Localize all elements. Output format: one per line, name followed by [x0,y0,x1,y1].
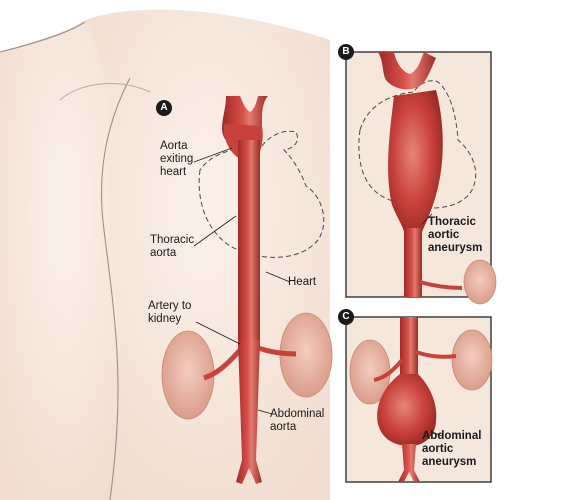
label-thoracic-aortic-aneurysm: Thoracic aortic aneurysm [428,216,483,254]
abdominal-aorta-vessel [236,340,262,484]
torso-fill [85,9,330,500]
thoracic-aneurysm-bulge [388,90,443,232]
renal-artery-c-left [373,358,404,382]
kidney-c-right [451,329,493,391]
label-heart: Heart [288,276,317,288]
iliac-bifurcation-c [398,444,420,482]
pectoral-outline [59,83,151,101]
panel-c-badge: C [338,309,354,325]
thoracic-aorta-vessel [238,140,260,350]
panel-a-badge: A [156,100,172,116]
abdominal-aneurysm-bulge [377,374,437,446]
renal-artery-left [203,348,242,381]
kidney-b [463,259,497,305]
renal-artery-c-right [415,350,457,359]
thoracic-aneurysm-lower-aorta [404,228,422,297]
label-abdominal-aorta: Abdominal aorta [270,408,325,433]
abdominal-upper-aorta-c [400,317,418,377]
renal-artery-right [257,345,297,357]
panel-b-badge: B [338,44,354,60]
label-artery-to-kidney: Artery to kidney [148,300,192,325]
label-thoracic-aorta: Thoracic aorta [150,234,195,259]
renal-artery-b [419,280,463,290]
label-aorta-exiting-heart: Aorta exiting heart [160,140,194,178]
torso-silhouette [0,20,130,500]
label-abdominal-aortic-aneurysm: Abdominal aortic aneurysm [422,430,482,468]
heart-outline-b [358,80,477,209]
torso-outline-left [0,21,131,500]
thoracic-aneurysm-arch [378,52,436,90]
heart-outline [198,130,325,258]
leader-lines [193,147,443,437]
